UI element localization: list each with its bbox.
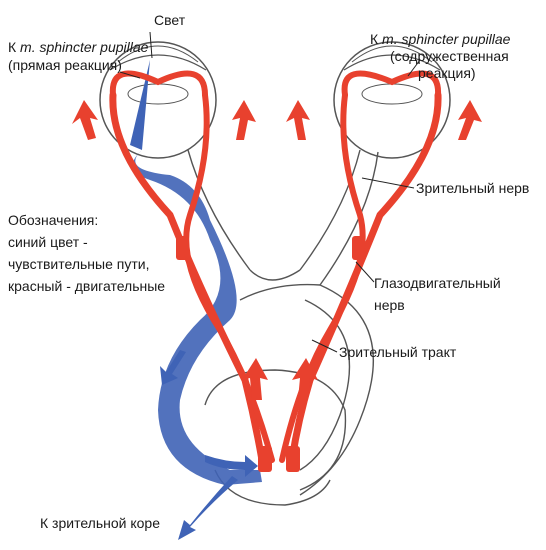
left-target-muscle: m. sphincter pupillae bbox=[20, 39, 149, 55]
leader-lines bbox=[119, 31, 421, 353]
arrow-up-right-1 bbox=[286, 100, 310, 140]
right-target-label: К m. sphincter pupillae bbox=[370, 31, 510, 48]
arrow-midbrain-1 bbox=[242, 358, 268, 400]
ciliary-ganglia bbox=[176, 236, 364, 472]
left-target-label: К m. sphincter pupillae bbox=[8, 39, 148, 56]
sensory-path-blue bbox=[130, 60, 262, 540]
left-eyeball bbox=[99, 41, 217, 159]
legend-blue-line1: синий цвет - bbox=[8, 234, 88, 250]
motor-path-red bbox=[109, 70, 442, 464]
arrow-up-right-2 bbox=[458, 100, 482, 140]
oculomotor-line1: Глазодвигательный bbox=[374, 275, 501, 291]
right-target-prefix: К bbox=[370, 31, 383, 47]
arrow-midbrain-2 bbox=[292, 358, 318, 400]
light-label: Свет bbox=[154, 12, 186, 28]
visual-cortex-label: К зрительной коре bbox=[40, 515, 160, 531]
legend-red: красный - двигательные bbox=[8, 278, 166, 294]
oculomotor-line2: нерв bbox=[374, 297, 405, 313]
arrow-up-left-1 bbox=[72, 100, 98, 140]
arrow-up-left-2 bbox=[232, 100, 256, 140]
optic-nerve-label: Зрительный нерв bbox=[416, 180, 530, 196]
right-target-muscle: m. sphincter pupillae bbox=[382, 31, 511, 47]
legend-blue-line2: чувствительные пути, bbox=[8, 256, 150, 272]
legend-title: Обозначения: bbox=[8, 212, 99, 228]
red-arrows bbox=[72, 100, 482, 400]
left-reaction-label: (прямая реакция) bbox=[8, 57, 122, 73]
optic-tract-label: Зрительный тракт bbox=[339, 344, 457, 360]
left-target-prefix: К bbox=[8, 39, 21, 55]
right-reaction-line1: (содружественная bbox=[390, 48, 509, 64]
right-reaction-line2: реакция) bbox=[418, 65, 476, 81]
